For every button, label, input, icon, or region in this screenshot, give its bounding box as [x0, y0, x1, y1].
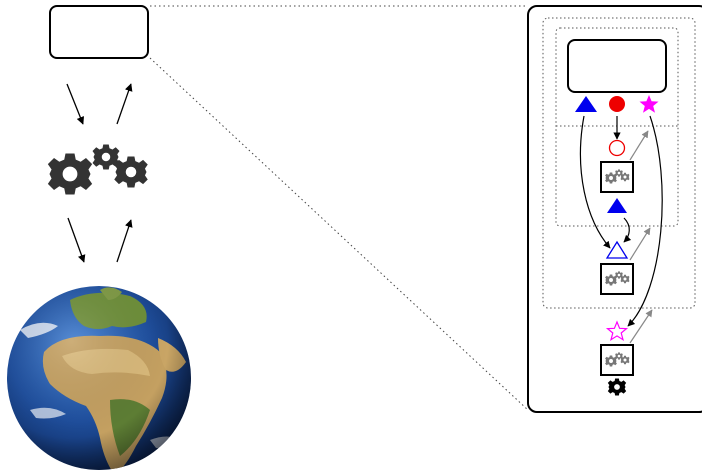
- arrow-down-2: [67, 217, 86, 263]
- gray-arrow-up-2: [629, 227, 651, 261]
- earth-globe-icon: [7, 286, 191, 470]
- outer-dotted-group: [542, 17, 696, 309]
- blue-filled-triangle-icon: [575, 96, 597, 112]
- arrow-output-triangle-to-outline: [623, 217, 632, 243]
- blue-filled-triangle-output-icon: [607, 198, 627, 213]
- magenta-filled-star-icon: [639, 95, 659, 113]
- zoom-guide-bottom: [149, 57, 529, 411]
- red-outline-circle-icon: [608, 139, 626, 157]
- curved-arrow-triangle-to-outline: [579, 115, 611, 249]
- black-gear-icon: [607, 378, 627, 396]
- three-gears-icon: [47, 144, 148, 195]
- arrow-up-2: [116, 219, 133, 263]
- gray-arrow-up-1: [629, 130, 649, 161]
- arrow-up-1: [116, 83, 133, 125]
- blue-outline-triangle-icon: [605, 240, 629, 259]
- gears-module-icon: [600, 161, 634, 193]
- curved-arrow-star-to-outline: [627, 115, 663, 327]
- arrow-down-1: [66, 83, 85, 125]
- gears-module-icon: [600, 263, 634, 295]
- agent-top-box: [49, 5, 149, 59]
- gears-module-icon: [600, 344, 634, 376]
- red-filled-circle-icon: [609, 96, 625, 112]
- inner-dotted-group: [555, 27, 679, 227]
- gray-arrow-up-3: [629, 309, 653, 344]
- magenta-outline-star-icon: [605, 320, 629, 342]
- panel-top-box: [567, 39, 667, 93]
